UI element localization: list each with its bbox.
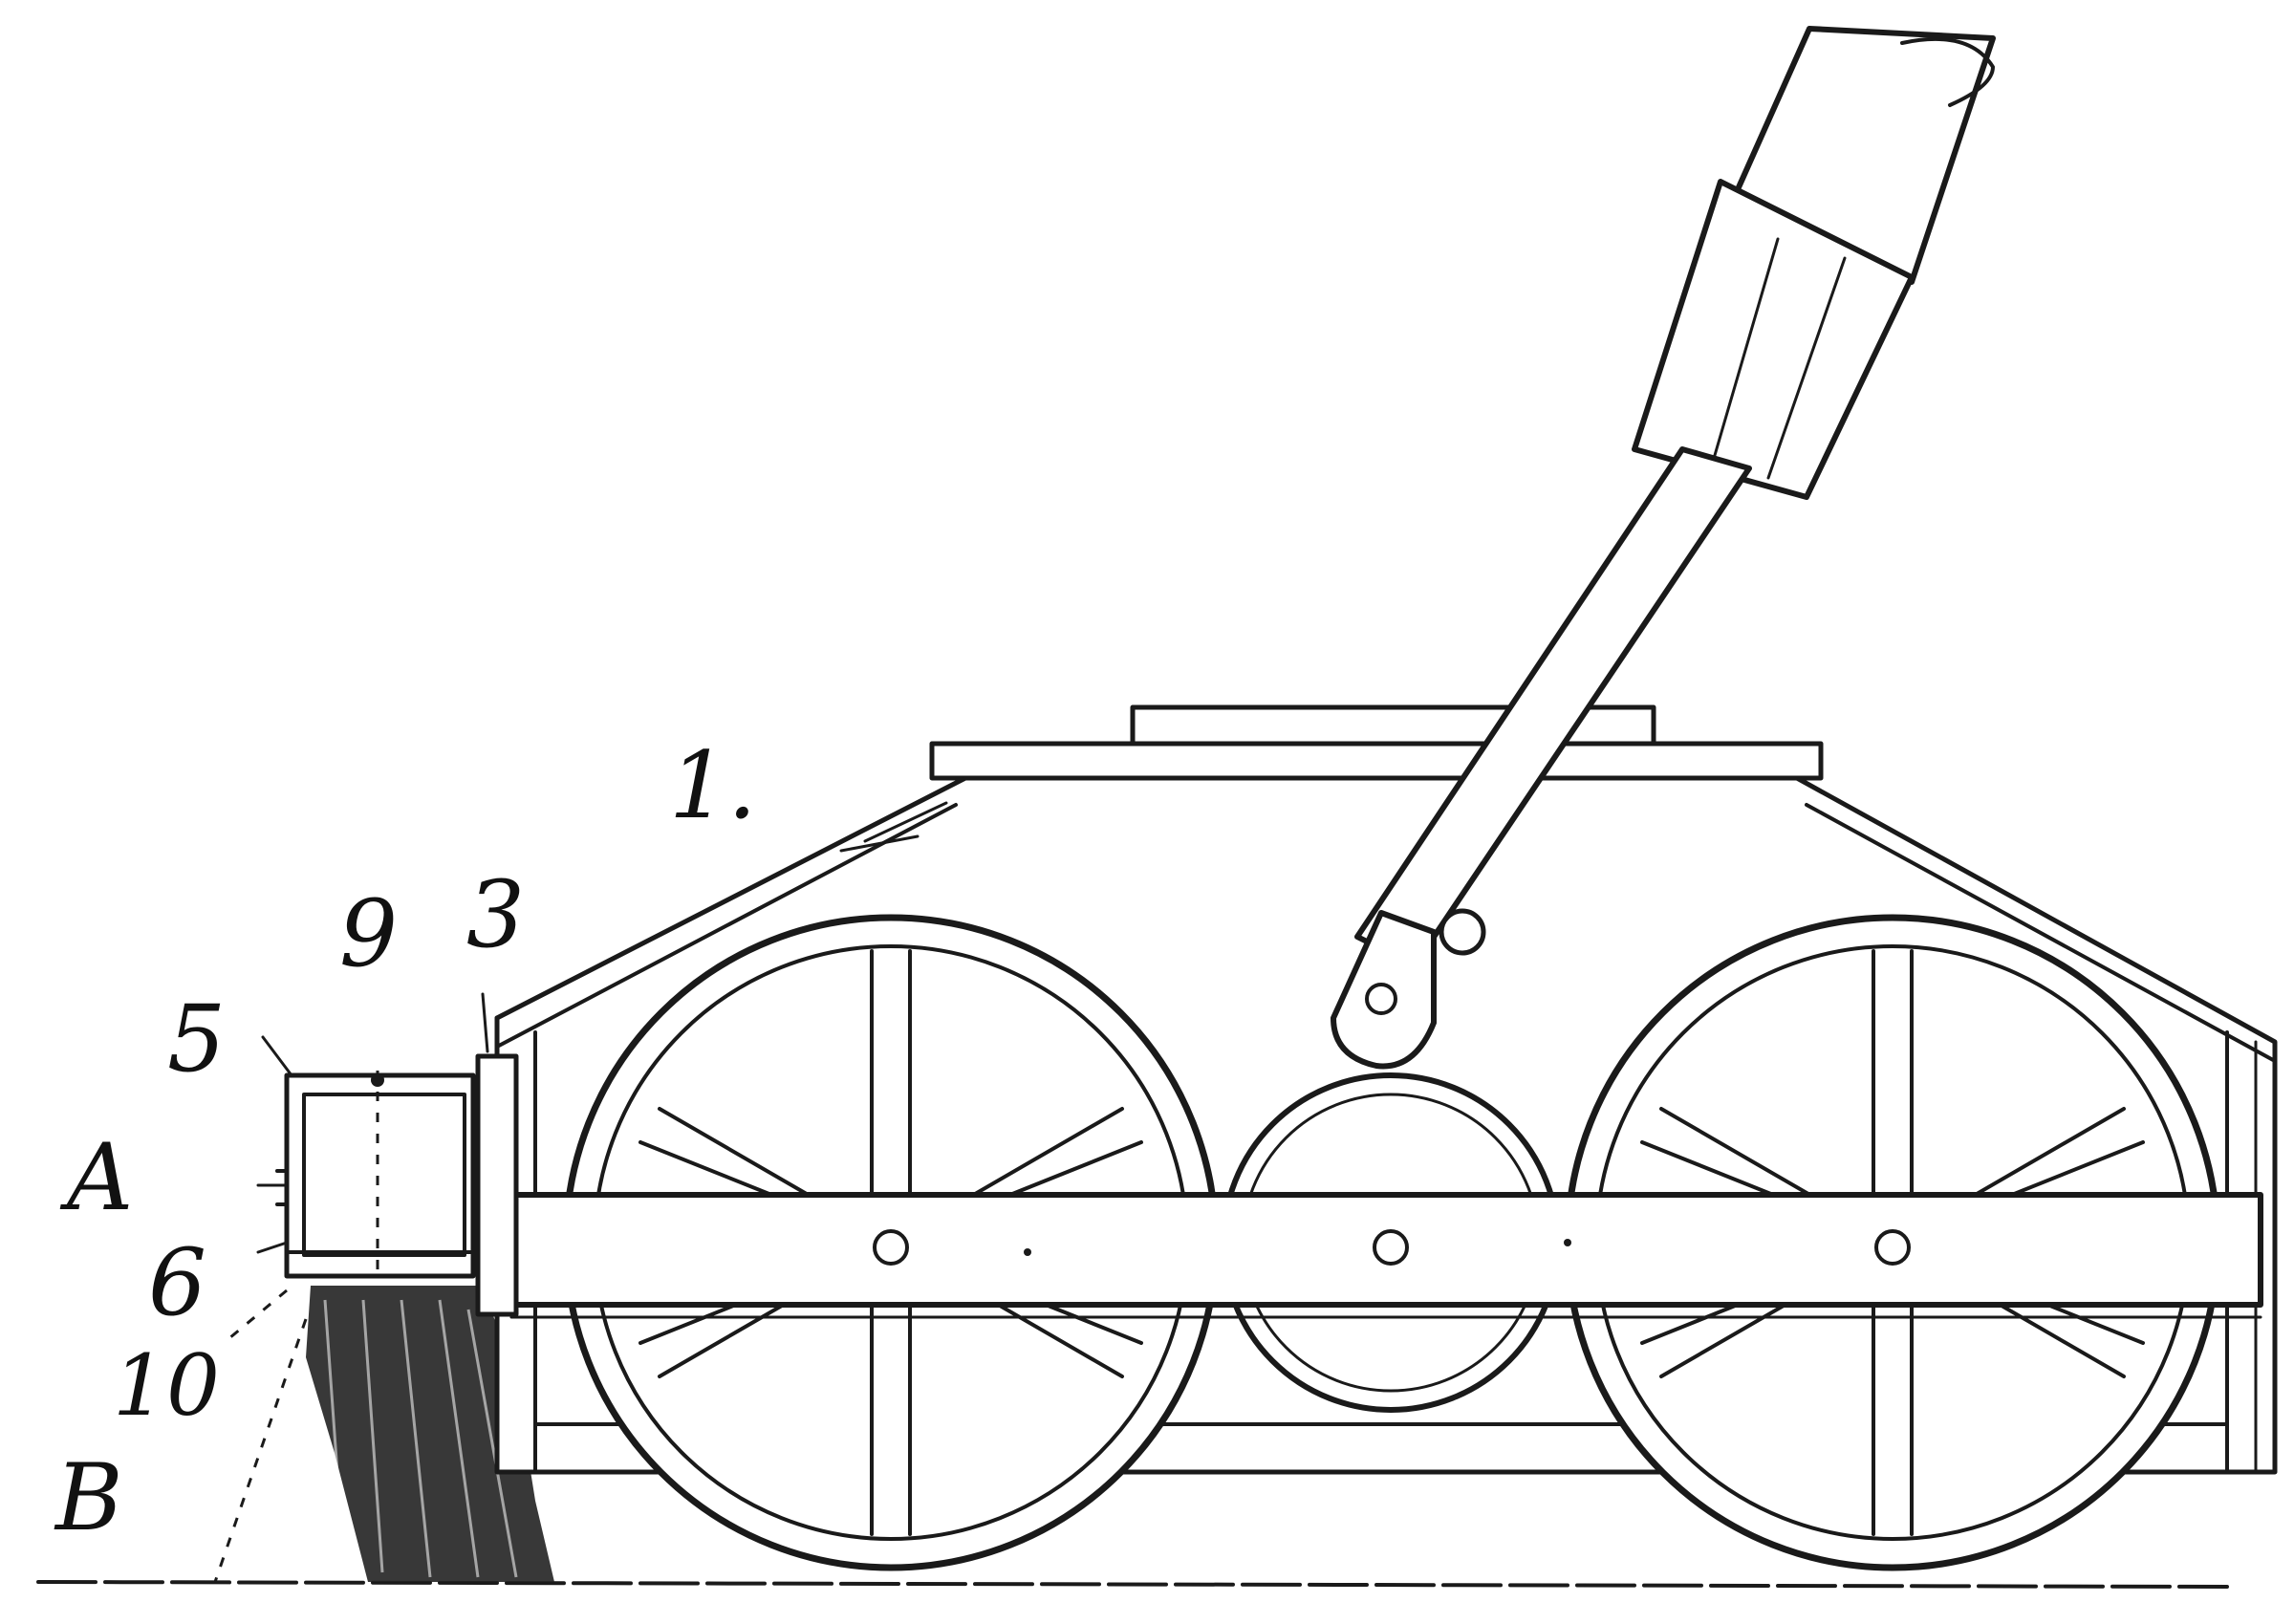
label-B: B <box>54 1444 123 1551</box>
label-A: A <box>59 1124 133 1231</box>
label-1: 1. <box>669 732 757 839</box>
label-3: 3 <box>466 861 525 968</box>
label-9: 9 <box>339 880 398 987</box>
label-6: 6 <box>148 1229 206 1336</box>
frame-bar <box>509 1192 2263 1319</box>
brush <box>306 1286 554 1582</box>
reference-labels: 1. 3 5 9 A 6 10 B <box>54 732 757 1551</box>
handle <box>1331 26 1996 1070</box>
label-10: 10 <box>113 1336 220 1435</box>
leader-lines <box>213 801 948 1583</box>
brush-box <box>275 1053 519 1317</box>
top-plate <box>929 704 1824 781</box>
label-5: 5 <box>167 985 226 1093</box>
ground-line <box>36 1580 2229 1589</box>
